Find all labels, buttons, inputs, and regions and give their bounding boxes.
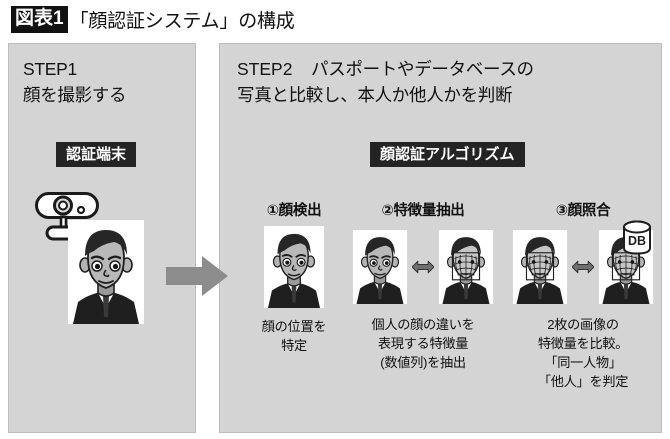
substep-2-caption-line3: (数値列)を抽出 bbox=[380, 355, 466, 370]
substep-1-caption: 顔の位置を 特定 bbox=[247, 317, 341, 355]
substep-2-caption-line2: 表現する特徴量 bbox=[377, 336, 469, 351]
substep-2-caption: 個人の顔の違いを 表現する特徴量 (数値列)を抽出 bbox=[348, 315, 498, 372]
step1-tag: 認証端末 bbox=[54, 140, 139, 169]
portrait-plain-icon bbox=[264, 226, 324, 308]
step1-heading-text: 顔を撮影する bbox=[23, 85, 127, 105]
security-camera-icon bbox=[35, 192, 99, 241]
substep-3-caption-line3: 「同一人物」 bbox=[544, 355, 622, 370]
flow-arrow-icon bbox=[166, 256, 228, 296]
portrait-mesh-icon bbox=[438, 230, 494, 304]
database-label: DB bbox=[628, 234, 646, 248]
substep-2-images bbox=[348, 226, 498, 308]
database-icon: DB bbox=[620, 220, 654, 256]
double-arrow-icon bbox=[572, 260, 594, 274]
step2-heading-text1: パスポートやデータベースの bbox=[311, 59, 534, 79]
step2-tag: 顔認証アルゴリズム bbox=[368, 140, 527, 169]
step1-heading-number: STEP1 bbox=[23, 59, 77, 79]
substep-3-caption: 2枚の画像の 特徴量を比較。 「同一人物」 「他人」を判定 bbox=[508, 315, 658, 391]
step1-heading: STEP1 顔を撮影する bbox=[23, 56, 127, 108]
step1-panel: STEP1 顔を撮影する 認証端末 bbox=[8, 43, 196, 433]
substep-face-detection: ①顔検出 顔の位置を bbox=[247, 199, 341, 355]
substep-3-caption-line1: 2枚の画像の bbox=[547, 317, 619, 332]
substep-1-images bbox=[247, 226, 341, 308]
substep-3-caption-line4: 「他人」を判定 bbox=[537, 374, 629, 389]
step1-portrait-photo bbox=[68, 220, 144, 324]
substep-2-caption-line1: 個人の顔の違いを bbox=[371, 317, 475, 332]
substep-3-caption-line2: 特徴量を比較。 bbox=[537, 336, 629, 351]
step2-heading-line2: 写真と比較し、本人か他人かを判断 bbox=[237, 85, 513, 105]
step2-heading-number: STEP2 bbox=[237, 59, 293, 79]
substep-3-title: ③顔照合 bbox=[555, 203, 611, 219]
step2-heading-line1: STEP2 パスポートやデータベースの bbox=[237, 56, 534, 82]
substep-1-caption-line1: 顔の位置を bbox=[261, 319, 327, 334]
substep-feature-extraction: ②特徴量抽出 bbox=[348, 199, 498, 372]
portrait-mesh-icon bbox=[512, 230, 568, 304]
double-arrow-icon bbox=[412, 260, 434, 274]
step2-heading: STEP2 パスポートやデータベースの 写真と比較し、本人か他人かを判断 bbox=[237, 56, 534, 108]
figure-title-text: 「顔認証システム」の構成 bbox=[69, 10, 295, 32]
substep-2-title: ②特徴量抽出 bbox=[381, 203, 465, 219]
page-title: 図表1 「顔認証システム」の構成 bbox=[11, 5, 295, 33]
step2-panel: STEP2 パスポートやデータベースの 写真と比較し、本人か他人かを判断 顔認証… bbox=[219, 43, 662, 433]
substep-1-caption-line2: 特定 bbox=[281, 338, 307, 353]
figure-number-badge: 図表1 bbox=[11, 5, 68, 33]
substep-1-title: ①顔検出 bbox=[266, 203, 322, 219]
portrait-plain-icon bbox=[352, 230, 408, 304]
